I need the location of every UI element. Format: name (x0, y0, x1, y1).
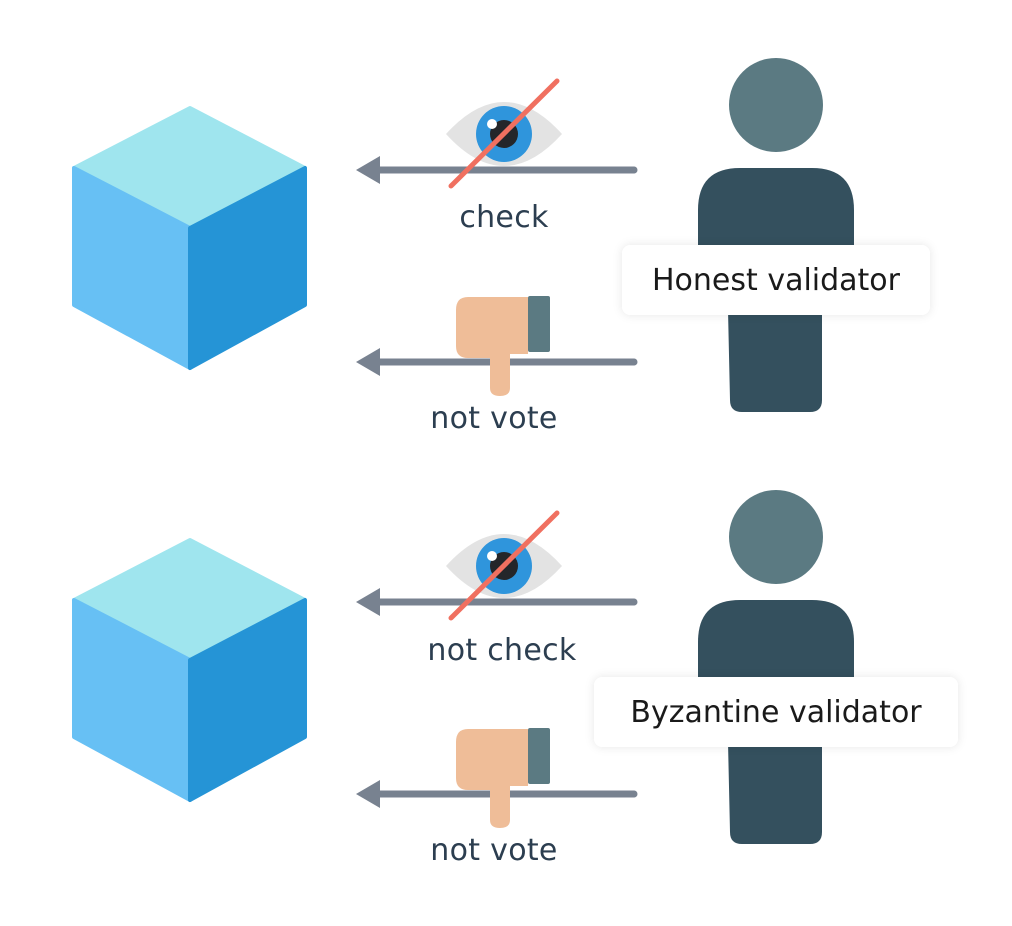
thumbs-down-icon (456, 728, 550, 828)
thumbs-down-icon (456, 296, 550, 396)
person-icon (698, 58, 854, 412)
block-cube-icon (72, 106, 307, 370)
vote-label: not vote (430, 833, 558, 868)
check-label: not check (427, 633, 577, 668)
vote-label: not vote (430, 401, 558, 436)
validator-label: Byzantine validator (594, 677, 958, 747)
check-label: check (459, 200, 549, 235)
person-icon (698, 490, 854, 844)
row-honest (72, 58, 854, 412)
block-cube-icon (72, 538, 307, 802)
validator-label: Honest validator (622, 245, 930, 315)
